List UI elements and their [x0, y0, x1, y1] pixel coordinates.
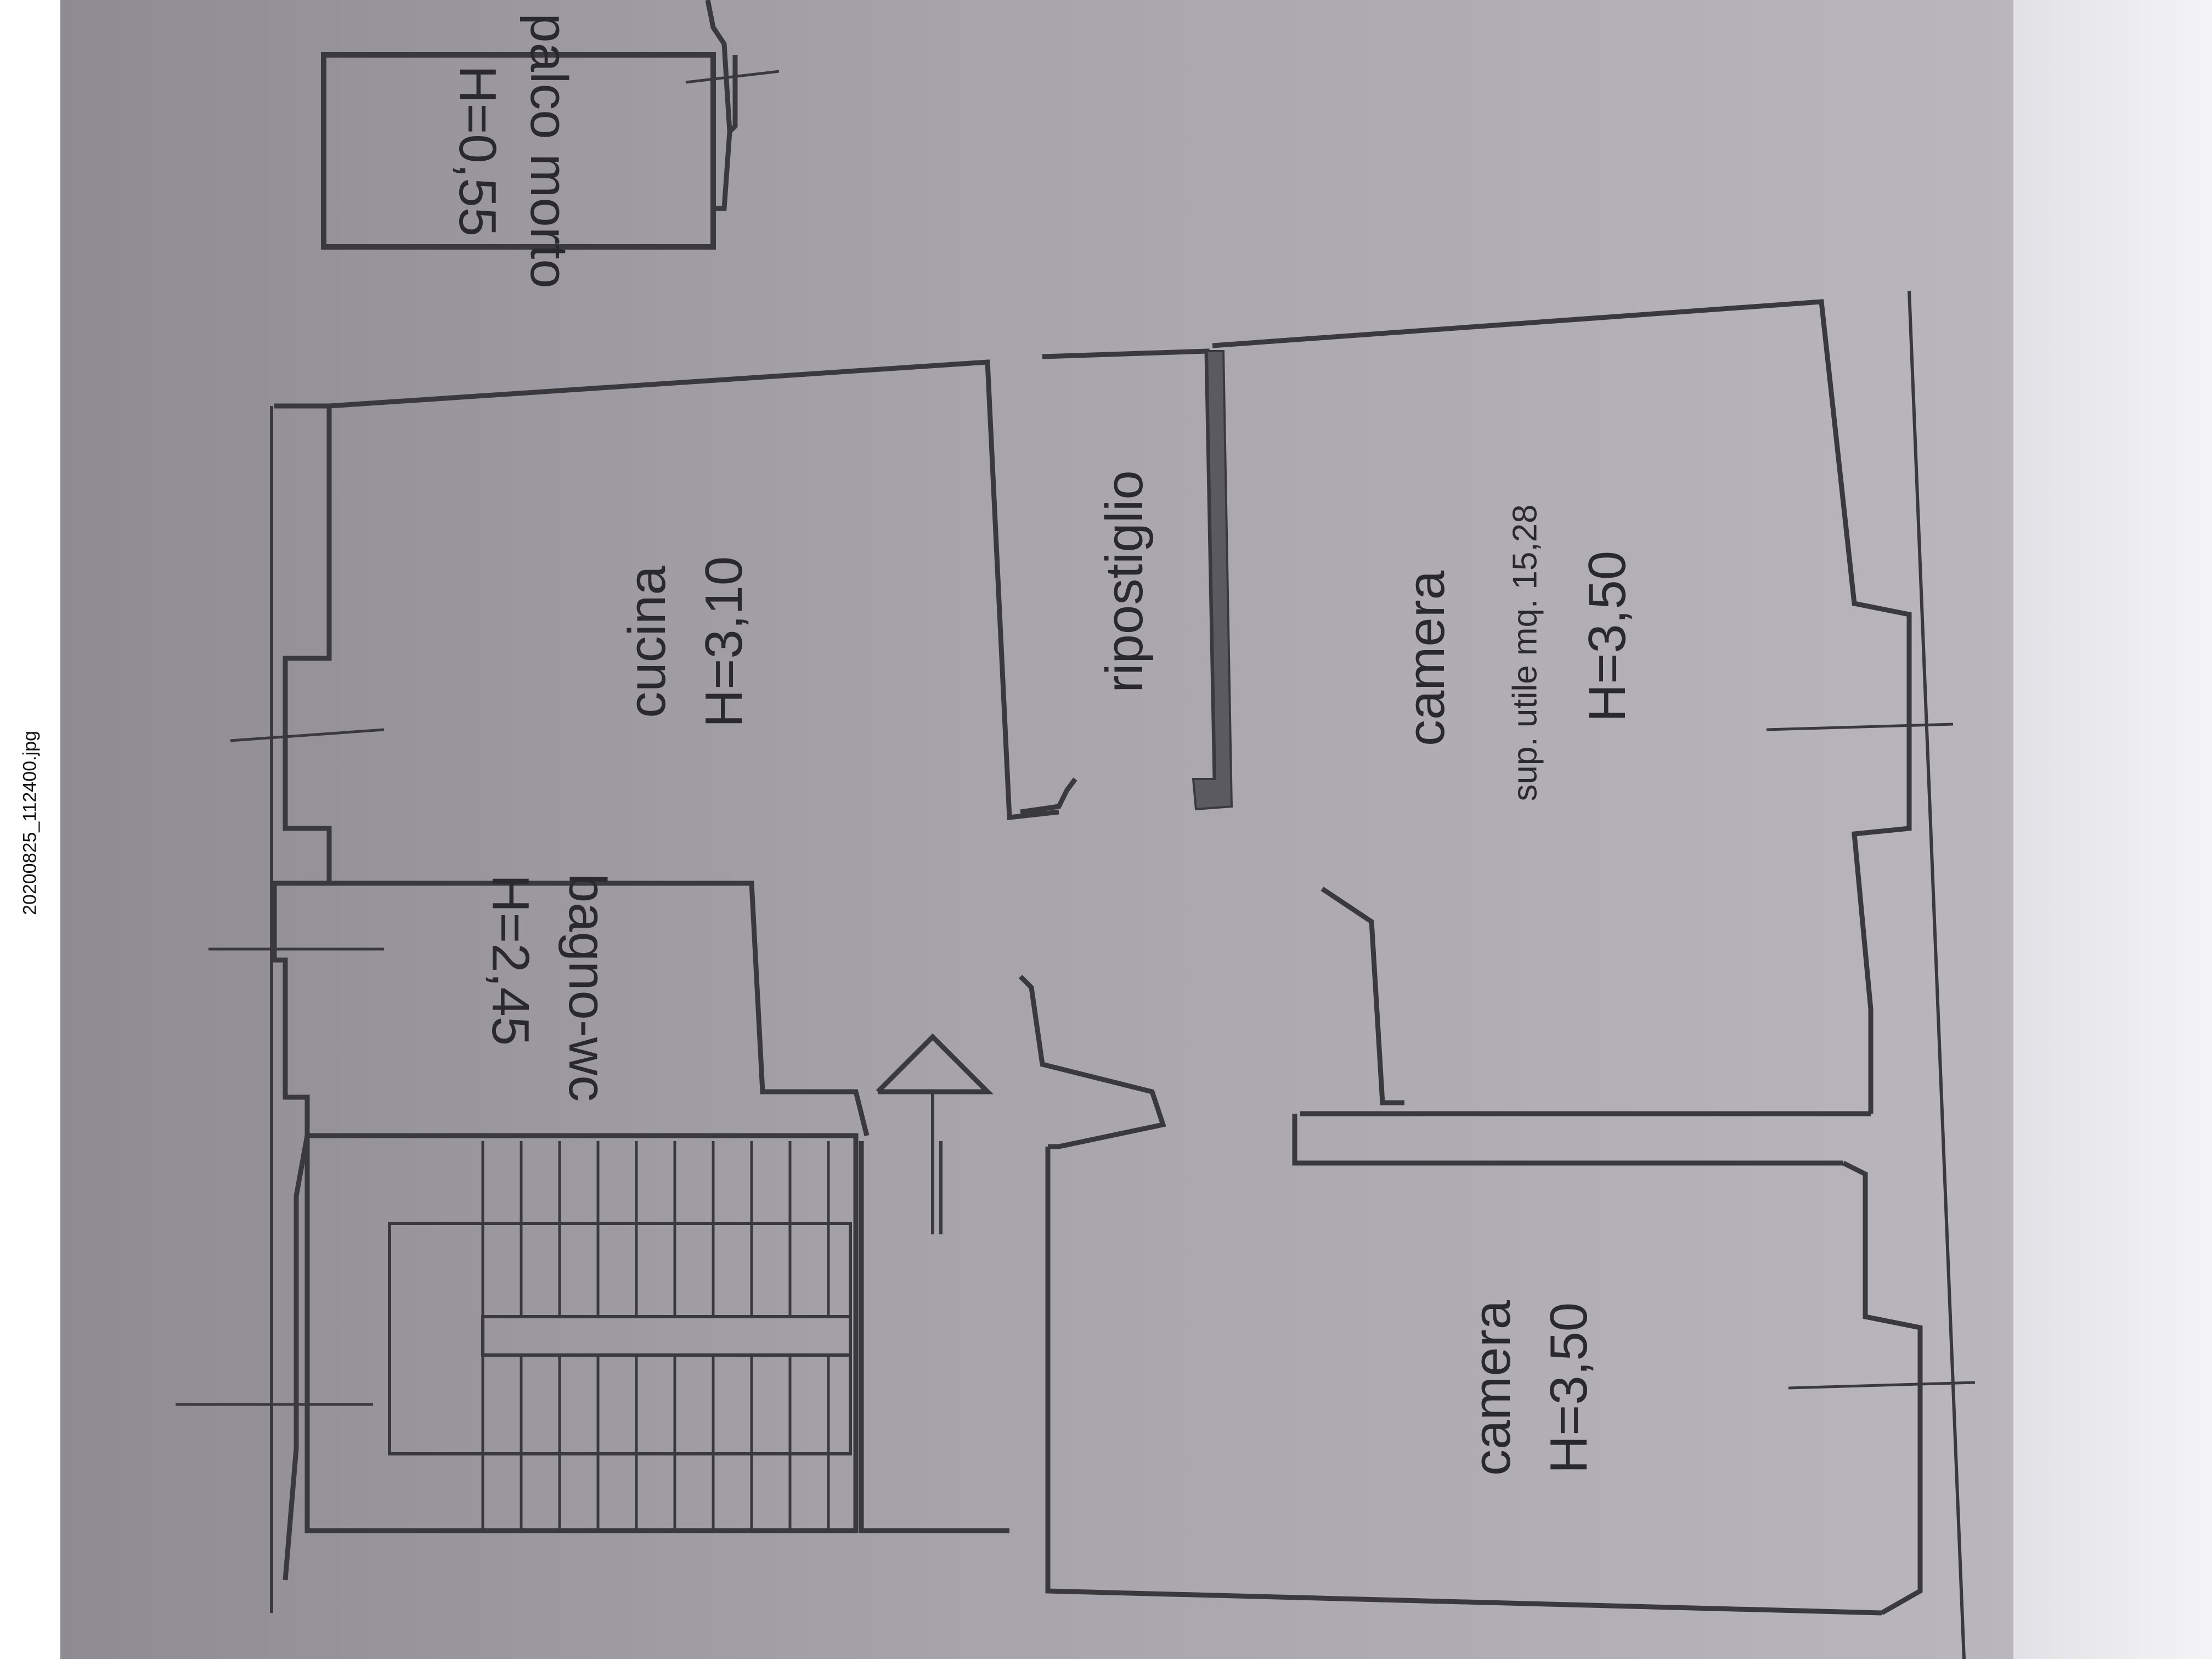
camera-upper-partition: [1321, 887, 1404, 1105]
cucina-outline: [329, 359, 1059, 821]
window-mark-camera-upper: [1766, 723, 1954, 731]
camera-upper-name: camera: [1397, 570, 1455, 747]
ripostiglio-jamb: [1020, 777, 1077, 815]
corridor-wall-b: [859, 1141, 1009, 1533]
background-surface: [2013, 0, 2212, 1659]
entrance-arrow: [876, 1033, 994, 1094]
ripostiglio-name: ripostiglio: [1095, 470, 1154, 693]
camera-lower-top: [1292, 1114, 1843, 1166]
bagno-wc-height: H=2,45: [481, 874, 540, 1046]
camera-lower-name: camera: [1463, 1300, 1521, 1476]
cucina-name: cucina: [618, 566, 676, 718]
outer-wall-left: [272, 403, 332, 1581]
paper-sheet: [60, 0, 2013, 1659]
window-mark-camera-lower: [1788, 1381, 1976, 1390]
palco-morto-name: palco morto: [520, 13, 578, 289]
filename-strip: 20200825_112400.jpg: [0, 0, 60, 1659]
stair-handrail: [481, 1315, 852, 1357]
camera-lower-height: H=3,50: [1539, 1302, 1598, 1474]
window-mark-cucina: [230, 728, 385, 742]
palco-morto-height: H=0,55: [448, 65, 507, 237]
stair-treads: [481, 1141, 830, 1531]
outer-wall-right-line: [1908, 290, 1966, 1659]
ripostiglio-partition: [1192, 350, 1233, 811]
bagno-wc-name: bagno-wc: [558, 873, 617, 1102]
stairwell-inner: [388, 1222, 852, 1455]
camera-lower-right: [1842, 1160, 1923, 1615]
palco-morto-tick: [685, 70, 780, 84]
palco-morto-wall-top: [705, 0, 732, 132]
cucina-bottom-wall: [326, 881, 870, 1137]
cucina-height: H=3,10: [695, 556, 753, 728]
stairwell: [304, 1133, 859, 1533]
camera-upper-area: sup. utile mq. 15,28: [1506, 504, 1544, 802]
camera-upper-outline: [1212, 299, 1912, 1114]
camera-lower-outline: [1045, 1147, 1882, 1616]
corridor-wall-a: [1018, 974, 1166, 1149]
palco-morto-box: [321, 52, 716, 250]
camera-upper-height: H=3,50: [1578, 550, 1637, 723]
